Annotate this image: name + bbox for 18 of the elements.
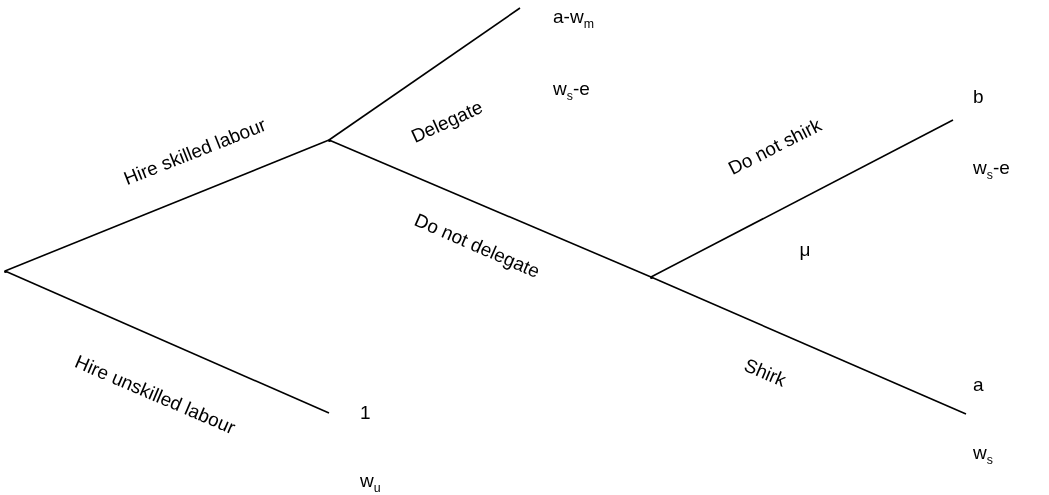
payoff-value: b <box>973 86 985 108</box>
decision-point <box>649 275 653 279</box>
payoff-value: a <box>973 374 985 396</box>
tree-branch <box>650 276 967 415</box>
tree-branch <box>328 7 521 141</box>
tree-branch <box>650 119 954 278</box>
payoff-value: a-w$_{m}$ <box>553 6 594 33</box>
payoff-value: w$_{s}$-e <box>553 77 591 105</box>
tree-branch <box>4 270 330 414</box>
decision-point <box>3 269 7 273</box>
payoff-value: w$_{s}$-e <box>973 157 1010 184</box>
decision-point <box>327 138 331 142</box>
probability-label: μ <box>799 239 811 261</box>
payoff-value: w$_{s}$ <box>973 442 993 469</box>
payoff-value: 1 <box>360 402 372 424</box>
tree-branch <box>328 139 652 278</box>
payoff-value: w$_{u}$ <box>360 470 381 495</box>
tree-branch <box>4 139 330 272</box>
